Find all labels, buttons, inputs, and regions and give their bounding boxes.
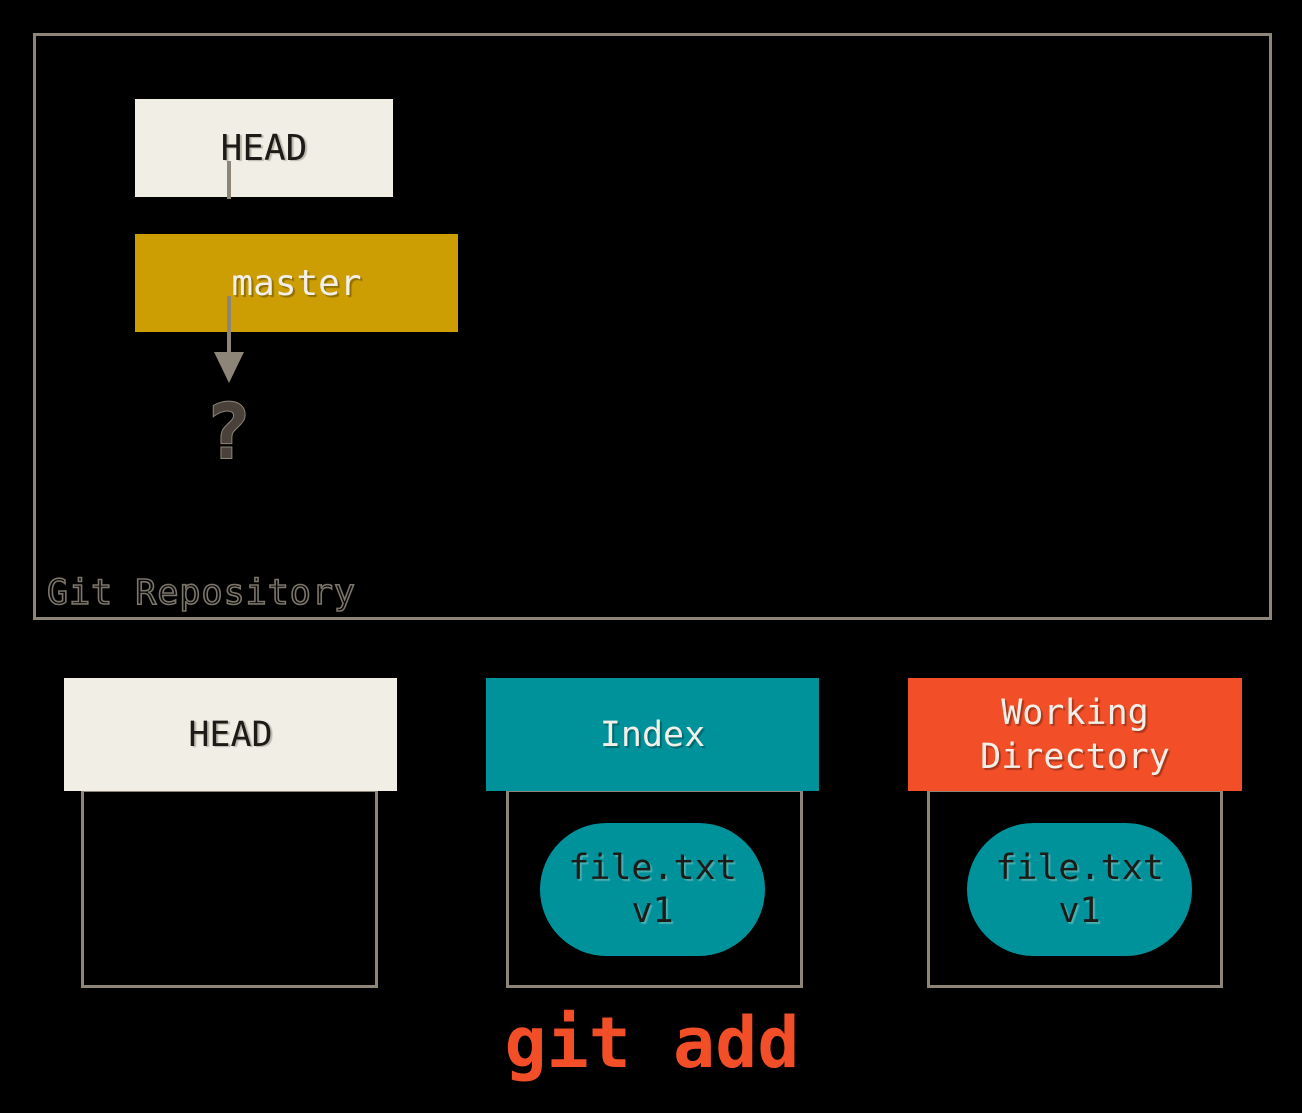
git-add-command-caption: git add: [504, 1002, 800, 1084]
working-directory-column-label: Working Directory: [980, 692, 1170, 777]
index-file-version: v1: [631, 890, 674, 931]
repository-caption: Git Repository: [46, 573, 357, 613]
repo-master-box: master: [135, 234, 458, 332]
head-column-header: HEAD: [64, 678, 397, 791]
master-arrow-line: [227, 296, 231, 354]
master-arrow-head-icon: [214, 352, 244, 383]
index-column-header: Index: [486, 678, 819, 791]
working-directory-column-header: Working Directory: [908, 678, 1242, 791]
repo-master-label: master: [231, 262, 362, 304]
repo-head-label: HEAD: [220, 127, 308, 169]
question-mark-glyph: ?: [204, 386, 252, 477]
working-directory-file-name: file.txt: [995, 847, 1164, 888]
head-to-master-connector-line: [227, 161, 231, 199]
head-column-label: HEAD: [188, 714, 273, 755]
git-repository-box: HEAD master: [33, 33, 1272, 620]
repo-head-box: HEAD: [135, 99, 393, 197]
working-directory-file-version: v1: [1058, 890, 1101, 931]
working-directory-file-blob: file.txt v1: [967, 823, 1192, 956]
unknown-commit-question-mark: ?: [188, 386, 268, 477]
index-file-name: file.txt: [568, 847, 737, 888]
head-column-container: [81, 789, 378, 988]
index-file-blob: file.txt v1: [540, 823, 765, 956]
index-column-label: Index: [599, 714, 706, 755]
